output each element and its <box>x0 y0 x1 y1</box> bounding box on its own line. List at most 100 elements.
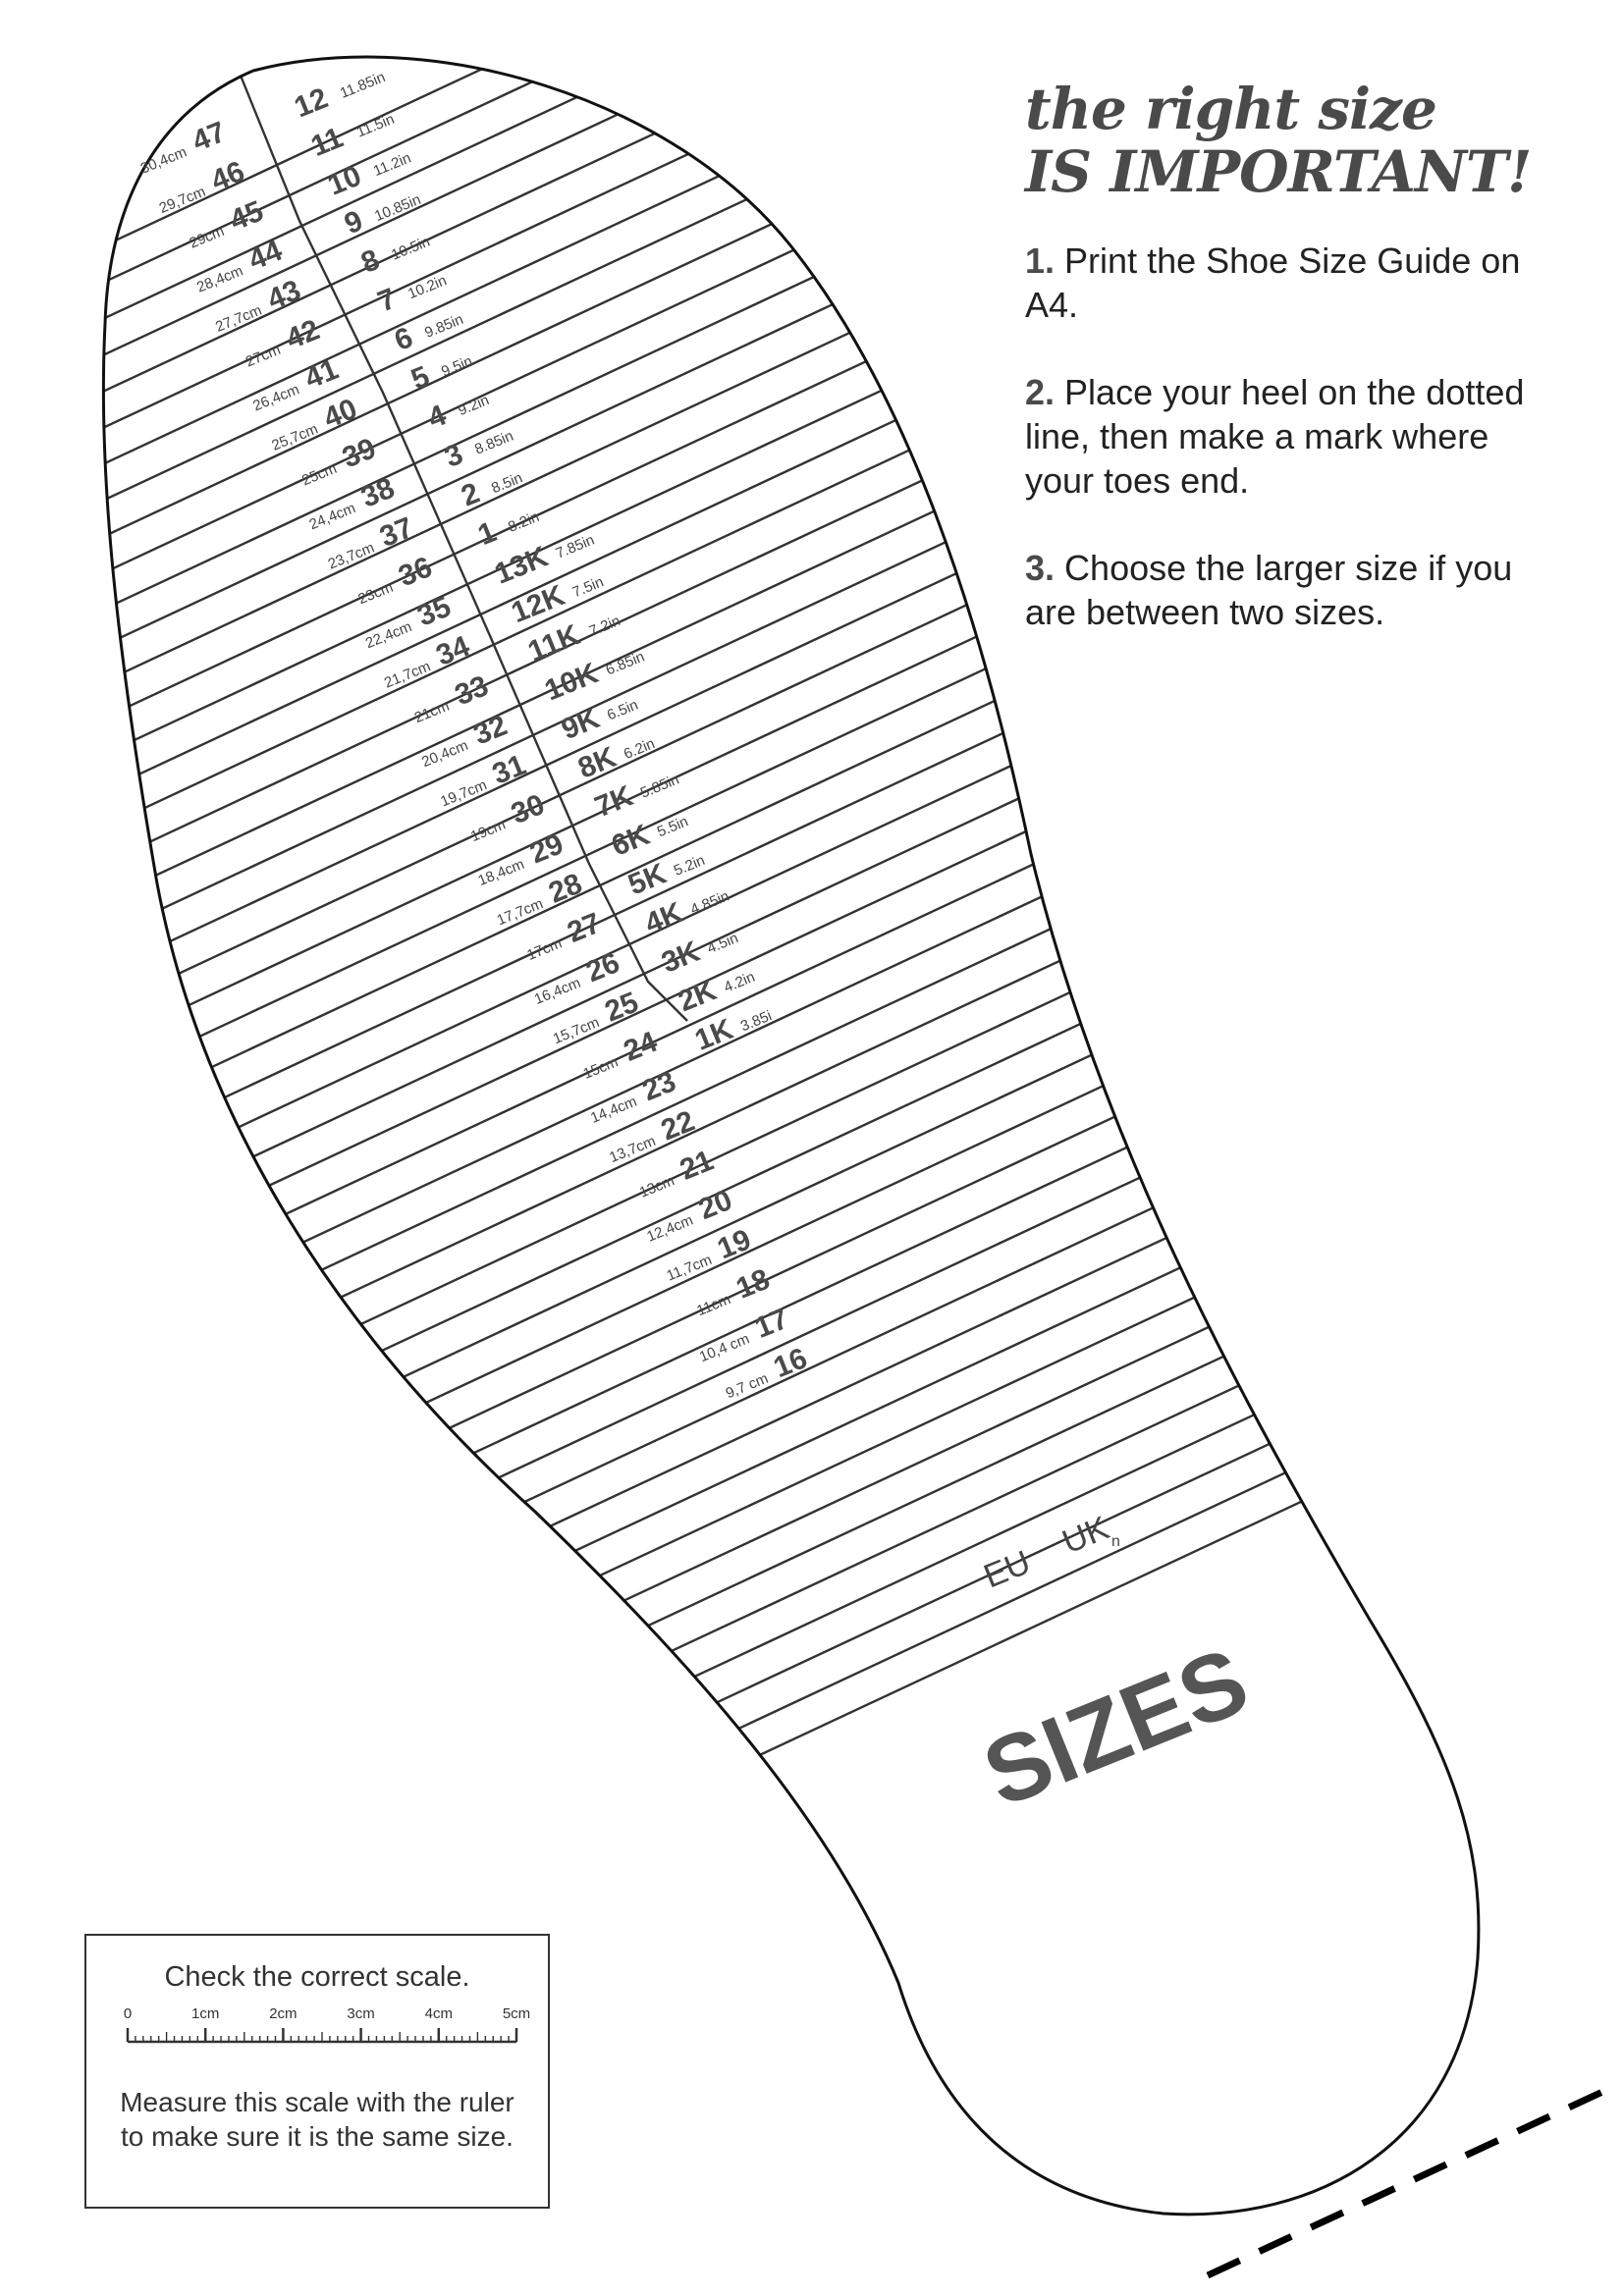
size-band-line <box>103 404 1479 1168</box>
inch-length-label: 7.85in <box>554 532 597 562</box>
uk-size-number: 9 <box>340 204 367 240</box>
eu-size-number: 41 <box>300 353 343 396</box>
size-band-line <box>103 1167 1479 1931</box>
step-1-text: Print the Shoe Size Guide on A4. <box>1025 240 1521 325</box>
cm-length-label: 11cm <box>694 1291 732 1319</box>
size-band-line <box>103 986 1479 1749</box>
ruler-tick-label: 2cm <box>269 2005 297 2022</box>
eu-size-number: 47 <box>188 116 230 158</box>
sole-outline <box>101 55 1481 2216</box>
cm-length-label: 13cm <box>637 1172 677 1201</box>
eu-size-number: 18 <box>731 1263 774 1306</box>
inch-length-label: 10.85in <box>372 191 423 225</box>
instruction-step-3: 3. Choose the larger size if you are bet… <box>1025 546 1545 634</box>
cm-length-label: 26,4cm <box>250 381 301 414</box>
uk-size-number: 7K <box>590 779 637 824</box>
instruction-step-1: 1. Print the Shoe Size Guide on A4. <box>1025 239 1545 327</box>
inch-length-label: 6.5in <box>605 697 641 724</box>
uk-size-number: 2 <box>457 477 484 513</box>
eu-size-number: 34 <box>432 630 475 672</box>
uk-size-number: 3 <box>440 438 467 474</box>
inch-length-label: 5.5in <box>655 813 691 840</box>
uk-column-sublabel: n <box>1111 1533 1120 1550</box>
cm-length-label: 16,4cm <box>532 975 583 1008</box>
cm-length-label: 19cm <box>468 817 508 846</box>
heading-line-1: the right size <box>1025 76 1437 142</box>
ruler-tick-label: 5cm <box>503 2005 530 2022</box>
size-band-line <box>103 57 1479 660</box>
uk-size-number: 4 <box>423 399 451 435</box>
scale-note: Measure this scale with the ruler to mak… <box>120 2087 514 2152</box>
uk-size-number: 10 <box>323 160 365 202</box>
eu-size-number: 26 <box>581 946 623 988</box>
ruler-tick-label: 3cm <box>347 2005 374 2022</box>
size-band-line <box>103 57 1479 333</box>
cm-length-label: 15cm <box>581 1053 621 1083</box>
uk-size-number: 6K <box>607 819 654 863</box>
inch-length-label: 4.5in <box>705 930 741 957</box>
uk-size-number: 5K <box>623 857 671 901</box>
eu-size-number: 29 <box>525 828 568 870</box>
uk-size-number: 7 <box>373 283 401 319</box>
inch-length-label: 9.85in <box>422 311 465 342</box>
size-band-line <box>103 586 1479 1350</box>
cm-length-label: 18,4cm <box>476 856 527 889</box>
eu-size-number: 20 <box>694 1184 736 1226</box>
size-band-line <box>103 57 1479 296</box>
eu-size-number: 32 <box>469 709 512 751</box>
cm-length-label: 23cm <box>355 579 395 609</box>
ruler-tick-label: 1cm <box>191 2005 219 2022</box>
eu-size-number: 44 <box>244 235 288 277</box>
heading-line-2: IS IMPORTANT! <box>1025 138 1533 205</box>
uk-size-number: 8K <box>573 741 621 785</box>
uk-size-number: 3K <box>657 935 704 980</box>
size-band-line <box>103 1058 1479 1822</box>
eu-size-number: 17 <box>750 1303 792 1345</box>
uk-size-number: 5 <box>406 360 434 397</box>
size-band-line <box>103 877 1479 1640</box>
eu-size-number: 35 <box>413 590 456 632</box>
cm-length-label: 25,7cm <box>269 421 320 454</box>
size-band-line <box>103 1276 1479 2040</box>
size-band-line <box>103 622 1479 1386</box>
uk-size-number: 6 <box>390 321 417 357</box>
size-band-line <box>103 840 1479 1604</box>
cm-length-label: 21,7cm <box>382 658 433 691</box>
eu-size-number: 30 <box>507 788 549 830</box>
uk-column-label: UK <box>1057 1509 1114 1561</box>
inch-length-label: 10.5in <box>389 234 432 264</box>
cm-length-label: 17cm <box>524 934 564 964</box>
eu-size-number: 42 <box>282 313 324 355</box>
inch-length-label: 4.2in <box>722 969 758 996</box>
cm-length-label: 25cm <box>299 460 339 490</box>
eu-size-number: 43 <box>263 274 305 316</box>
eu-size-number: 31 <box>488 749 530 791</box>
cm-length-label: 24,4cm <box>307 500 358 533</box>
cm-length-label: 23,7cm <box>326 539 377 572</box>
uk-size-number: 12K <box>507 579 569 629</box>
heel-dotted-line <box>1206 2082 1617 2279</box>
size-band-line <box>103 550 1479 1313</box>
ruler-tick-label: 4cm <box>425 2005 453 2022</box>
eu-size-number: 21 <box>676 1145 718 1187</box>
eu-size-number: 38 <box>356 472 399 514</box>
inch-length-label: 7.2in <box>587 613 623 640</box>
cm-length-label: 27cm <box>244 342 283 371</box>
size-band-line <box>103 949 1479 1713</box>
size-band-line <box>103 695 1479 1459</box>
cm-length-label: 19,7cm <box>438 776 489 810</box>
inch-length-label: 6.85in <box>604 648 647 678</box>
eu-size-number: 40 <box>319 393 361 435</box>
uk-size-number: 9K <box>557 702 604 746</box>
inch-length-label: 8.2in <box>506 508 542 536</box>
size-band-line <box>103 1203 1479 1967</box>
uk-size-number: 12 <box>290 81 332 124</box>
eu-size-number: 24 <box>620 1026 663 1068</box>
eu-size-number: 27 <box>563 907 605 949</box>
